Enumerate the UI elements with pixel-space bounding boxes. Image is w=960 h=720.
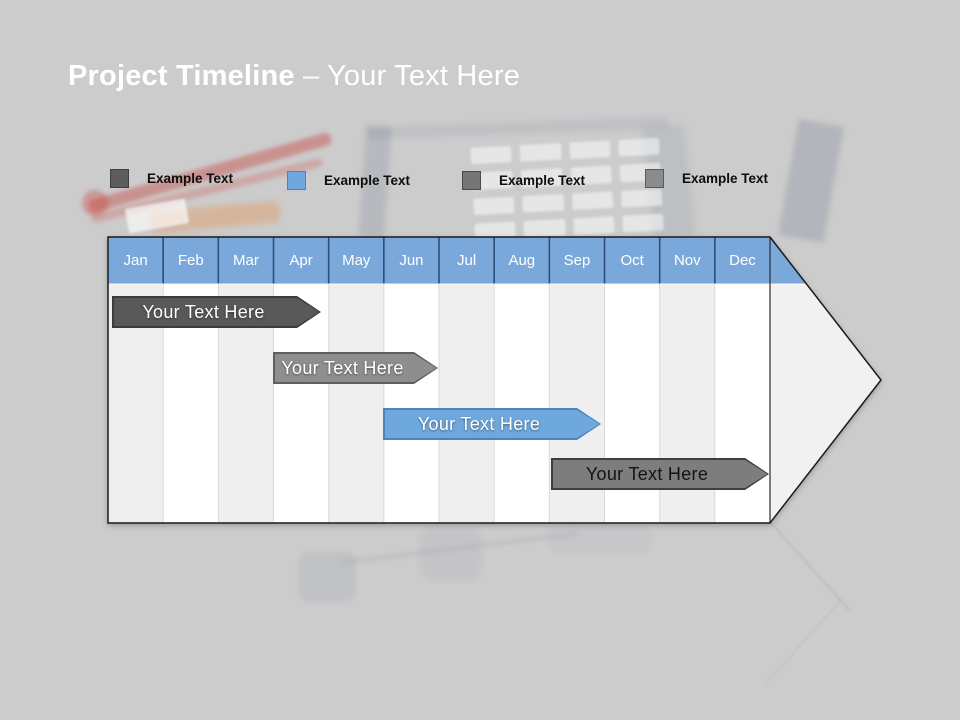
month-cell: Feb	[177, 251, 204, 269]
reflection-decor	[548, 524, 652, 554]
task-bar-1: Your Text Here	[112, 296, 321, 328]
legend-item: Example Text	[110, 169, 233, 188]
task-bar-label: Your Text Here	[585, 463, 709, 484]
legend-label: Example Text	[147, 171, 234, 186]
task-bar-label: Your Text Here	[417, 413, 541, 434]
reflection-decor	[763, 595, 845, 687]
task-bar-label: Your Text Here	[281, 357, 404, 378]
reflection-decor	[420, 528, 482, 580]
reflection-decor	[762, 514, 852, 612]
legend-item: Example Text	[645, 169, 768, 188]
page-title-bold: Project Timeline	[68, 60, 295, 92]
legend-label: Example Text	[324, 173, 411, 188]
phone-edge-decor	[778, 118, 844, 244]
task-bar-3: Your Text Here	[383, 408, 601, 440]
month-cell: Aug	[508, 251, 536, 269]
month-cell: Apr	[289, 251, 313, 269]
task-bar-fill	[114, 298, 320, 327]
page-title: Project Timeline – Your Text Here	[68, 60, 520, 93]
month-header-row: Jan Feb Mar Apr May Jun Jul Aug Sep Oct …	[108, 237, 770, 283]
legend-swatch-blue	[287, 171, 306, 190]
legend-swatch-gray	[462, 171, 481, 190]
month-cell: May	[342, 251, 371, 269]
month-cell: Mar	[233, 251, 259, 269]
month-cell: Jul	[457, 251, 477, 269]
month-cell: Nov	[673, 251, 701, 269]
month-cell: Jun	[399, 251, 424, 269]
month-cell: Dec	[729, 251, 756, 269]
legend-item: Example Text	[462, 171, 585, 190]
task-bar-fill	[553, 460, 768, 489]
legend-label: Example Text	[682, 171, 769, 186]
month-cell: Sep	[563, 251, 591, 269]
legend-item: Example Text	[287, 171, 410, 190]
task-bar-label: Your Text Here	[142, 301, 265, 322]
tablet-edge-decor	[367, 116, 669, 140]
legend-swatch-darkgray	[110, 169, 129, 188]
page-title-regular: – Your Text Here	[302, 60, 521, 92]
reflection-decor	[298, 552, 356, 602]
cart-goods-decor	[124, 197, 190, 235]
task-bar-fill	[385, 410, 600, 439]
legend-swatch-lightgray	[645, 169, 664, 188]
task-bar-4: Your Text Here	[551, 458, 769, 490]
legend-label: Example Text	[499, 173, 586, 188]
cart-handle-decor	[90, 157, 324, 224]
month-cell: Oct	[620, 251, 644, 269]
task-bar-2: Your Text Here	[273, 352, 438, 384]
cart-goods-decor	[149, 200, 281, 234]
cart-handle-decor	[82, 190, 108, 216]
task-bar-fill	[275, 354, 437, 383]
month-cell: Jan	[123, 251, 148, 269]
reflection-decor	[340, 530, 580, 566]
